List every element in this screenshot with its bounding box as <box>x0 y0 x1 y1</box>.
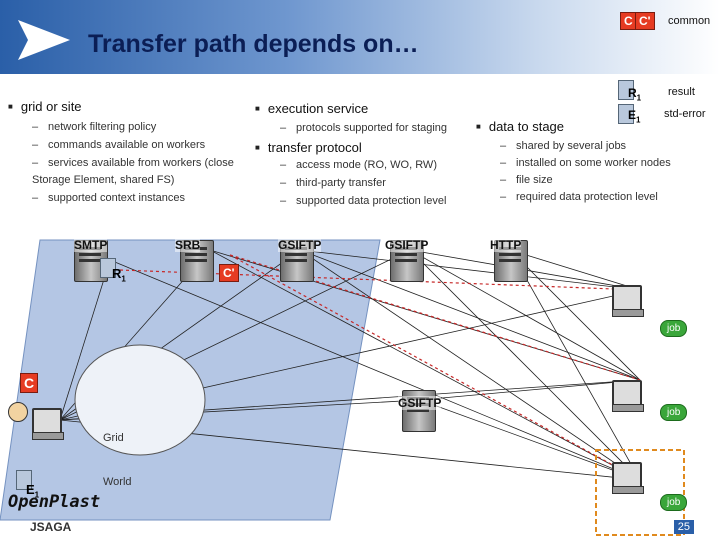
gsiftp-server-label: GSIFTP <box>385 238 429 252</box>
srb-server-label: SRB <box>175 238 201 252</box>
legend-result: result <box>668 86 695 98</box>
cloud-grid-label: Grid <box>103 432 124 444</box>
legend-std-error: std-error <box>664 108 706 120</box>
grid-item: –network filtering policy <box>32 121 157 133</box>
legend-common: common <box>668 15 711 27</box>
result-file-icon <box>618 80 634 100</box>
gsiftp-server-label: GSIFTP <box>278 238 322 252</box>
execution-heading: execution service <box>255 101 368 116</box>
user-workstation-icon[interactable] <box>32 408 64 440</box>
gsiftp-mid-label: GSIFTP <box>398 396 442 410</box>
worker-node-icon[interactable] <box>612 380 644 412</box>
legend-c-prime-box: C' <box>635 12 655 30</box>
arrow-logo-icon <box>18 20 70 65</box>
data-heading: data to stage <box>476 119 564 134</box>
data-item: –shared by several jobs <box>500 140 627 152</box>
transfer-item: –supported data protection level <box>280 195 447 207</box>
slide-title: Transfer path depends on… <box>88 30 419 58</box>
cloud-world-label: World <box>103 476 132 488</box>
legend-e-file: E1 <box>628 108 641 125</box>
transfer-item: –third-party transfer <box>280 177 386 189</box>
legend-r-file: R1 <box>628 86 642 103</box>
grid-item: –supported context instances <box>32 192 185 204</box>
c-prime-badge: C' <box>219 264 239 282</box>
r1-file-icon <box>100 258 116 278</box>
job-badge: job <box>660 404 688 421</box>
slide-page-number: 25 <box>673 520 694 534</box>
c-badge: C <box>20 373 39 393</box>
data-item: –required data protection level <box>500 191 658 203</box>
e1-label: E1 <box>26 482 40 500</box>
smtp-server-label: SMTP <box>74 238 108 252</box>
user-avatar-icon <box>8 402 28 422</box>
e1-file-icon <box>16 470 32 490</box>
network-diagram <box>0 239 685 536</box>
http-server-label: HTTP <box>490 238 522 252</box>
error-file-icon <box>618 104 634 124</box>
execution-item: –protocols supported for staging <box>280 122 448 134</box>
worker-node-icon[interactable] <box>612 462 644 494</box>
data-item: –installed on some worker nodes <box>500 157 671 169</box>
r1-label: R1 <box>112 266 126 284</box>
grid-heading: grid or site <box>8 99 82 114</box>
openplast-logo: OpenPlast <box>8 492 101 512</box>
worker-node-icon[interactable] <box>612 285 644 317</box>
jsaga-logo: JSAGA <box>30 520 72 534</box>
header-bar <box>0 0 720 74</box>
job-badge: job <box>660 320 688 337</box>
data-item: –file size <box>500 174 553 186</box>
grid-item: –services available from workers (close … <box>32 157 234 186</box>
transfer-heading: transfer protocol <box>255 140 362 155</box>
transfer-item: –access mode (RO, WO, RW) <box>280 159 437 171</box>
grid-item: –commands available on workers <box>32 139 206 151</box>
job-badge: job <box>660 494 688 511</box>
